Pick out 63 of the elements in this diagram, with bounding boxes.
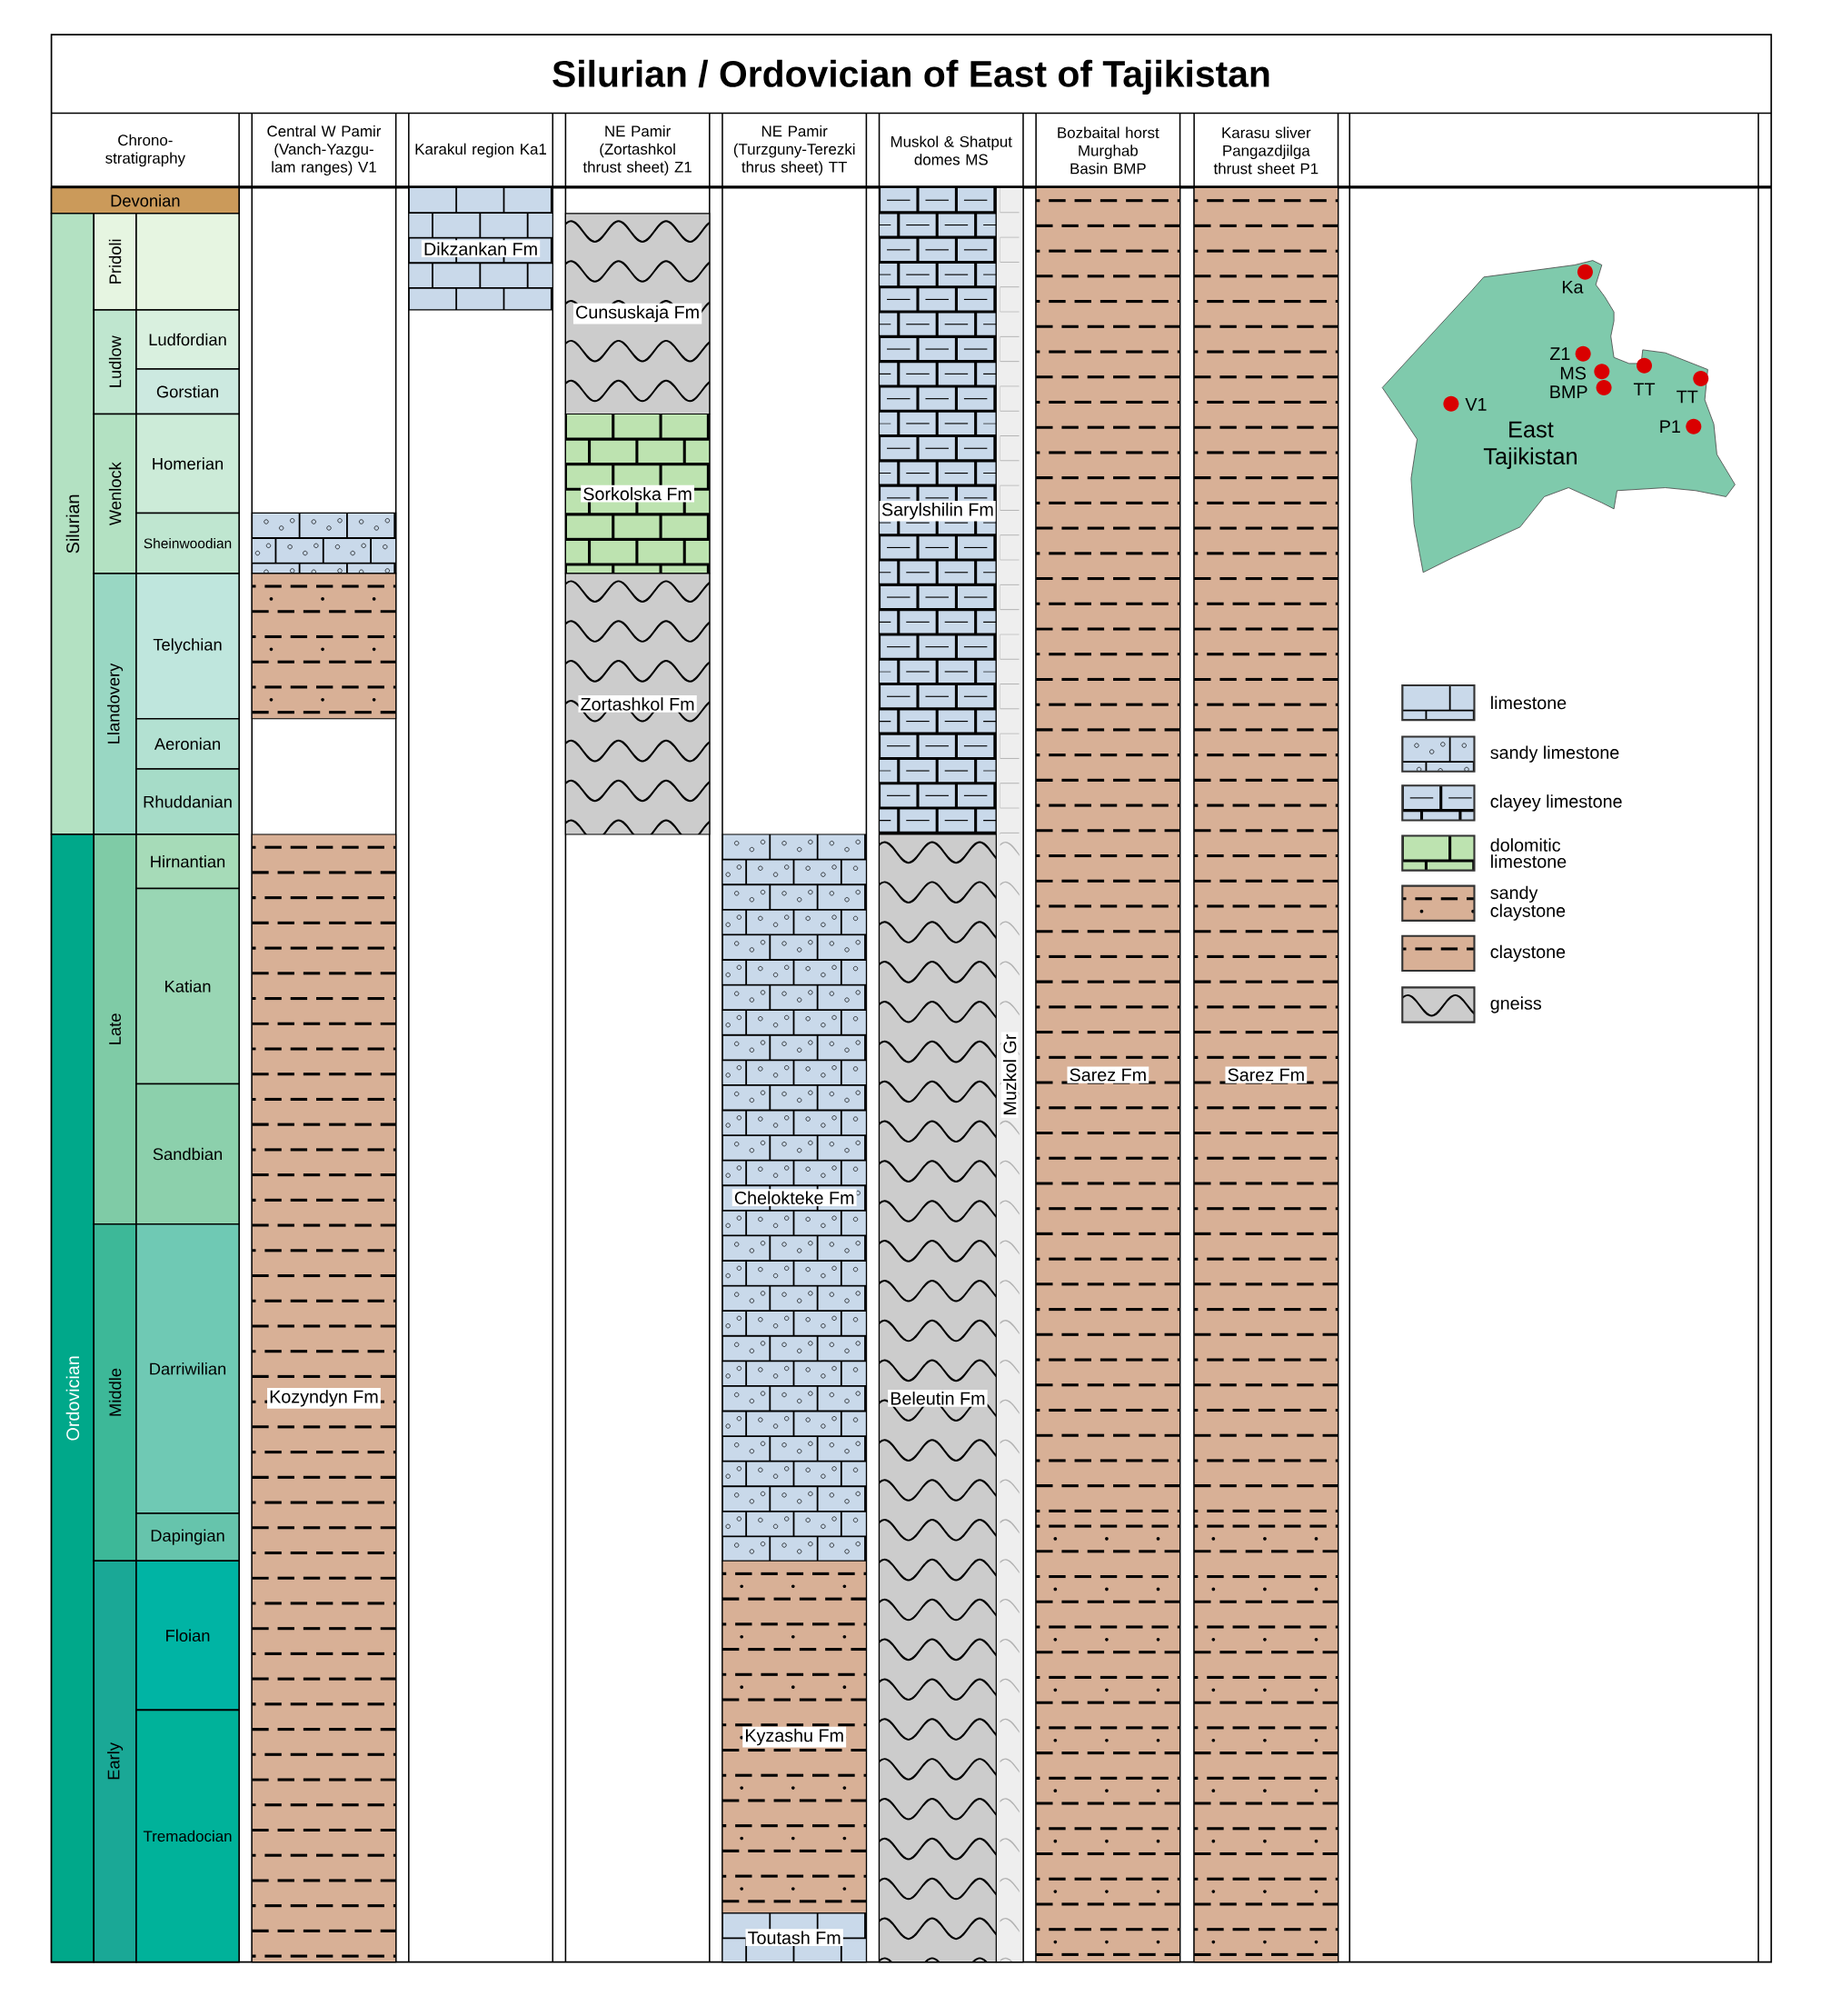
rock-unit: Toutash Fm (721, 1912, 867, 1963)
column-header: Central W Pamir (Vanch-Yazgu-lam ranges) V1 (267, 125, 381, 176)
stage-cell: Ludlow (93, 309, 137, 415)
stage-cell: Wenlock (93, 413, 137, 574)
legend-label: sandy limestone (1490, 745, 1619, 763)
rock-unit: Sarez Fm (1193, 186, 1338, 1963)
column-header: Karasu sliver Pangazdjilga thrust sheet P1 (1213, 126, 1318, 175)
stage-cell: Early (93, 1560, 137, 1963)
column-header: Karakul region Ka1 (415, 143, 546, 158)
stage-cell: Ludfordian (134, 309, 240, 370)
map-label: Z1 (1549, 347, 1570, 360)
column-header: Chrono-stratigraphy (104, 134, 185, 167)
map-label: P1 (1660, 420, 1680, 433)
rock-layer (251, 512, 397, 574)
map-label: V1 (1465, 398, 1487, 411)
rock-unit: Sorkolska Fm (564, 413, 711, 574)
stage-cell: Aeronian (134, 717, 240, 770)
rock-unit: Kozyndyn Fm (251, 833, 397, 1963)
rock-layer (251, 573, 397, 720)
stage-cell: Llandovery (93, 573, 137, 835)
map-label: BMP (1550, 385, 1587, 398)
stage-cell: Sheinwoodian (134, 512, 240, 574)
stage-cell: Sandbian (134, 1083, 240, 1225)
stage-cell: Telychian (134, 573, 240, 720)
rock-unit: Muzkol Gr (995, 186, 1024, 1963)
stage-cell: Floian (134, 1560, 240, 1712)
column-header: NE Pamir (Zortashkol thrust sheet) Z1 (582, 125, 692, 176)
rock-unit: Zortashkol Fm (564, 573, 711, 835)
stage-cell: Late (93, 833, 137, 1225)
rock-unit: Beleutin Fm (878, 833, 997, 1963)
title: Silurian / Ordovician of East of Tajikistan (552, 59, 1269, 95)
map-label: MS (1560, 366, 1586, 380)
rock-unit: Kyzashu Fm (721, 1560, 867, 1914)
map-label: East Tajikistan (1483, 421, 1577, 469)
rock-unit: Sarez Fm (1035, 186, 1180, 1963)
rock-unit: Cunsuskaja Fm (564, 213, 711, 415)
map-label: Ka (1562, 281, 1584, 294)
column-header: Muskol & Shatput domes MS (891, 135, 1012, 165)
stage-cell: Katian (134, 887, 240, 1085)
map-label: TT (1633, 383, 1655, 395)
rock-unit: Chelokteke Fm (721, 833, 867, 1562)
legend-label: clayey limestone (1490, 794, 1622, 812)
stage-cell: Middle (93, 1223, 137, 1562)
rock-unit: Dikzankan Fm (408, 186, 553, 311)
stage-cell: Homerian (134, 413, 240, 514)
stage-cell: Gorstian (134, 368, 240, 415)
stage-cell: Pridoli (93, 213, 137, 311)
stage-cell: Rhuddanian (134, 768, 240, 835)
column-header: Bozbaital horst Murghab Basin BMP (1058, 126, 1159, 175)
stage-cell: Tremadocian (134, 1709, 240, 1963)
stage-cell: Darriwilian (134, 1223, 240, 1514)
legend-label: sandy claystone (1490, 885, 1566, 921)
rock-unit: Sarylshilin Fm (878, 186, 997, 835)
legend-label: dolomitic limestone (1490, 838, 1567, 868)
column-header: NE Pamir (Turzguny-Terezki thrus sheet) TT (733, 125, 855, 176)
stage-cell: Ordovician (50, 833, 95, 1963)
stage-cell: Hirnantian (134, 833, 240, 890)
legend-label: claystone (1490, 944, 1566, 963)
legend-label: gneiss (1490, 996, 1541, 1013)
map-label: TT (1676, 390, 1698, 404)
stage-cell: Dapingian (134, 1512, 240, 1562)
stage-cell: Devonian (50, 186, 240, 215)
legend-label: limestone (1490, 695, 1567, 710)
